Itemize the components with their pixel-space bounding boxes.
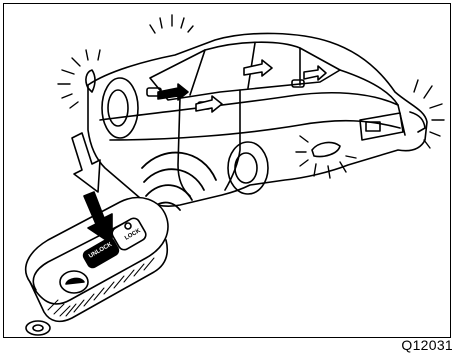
trunk-button	[59, 270, 89, 294]
lock-arrows	[157, 83, 189, 101]
flash-lines-front	[57, 49, 101, 109]
flash-lines-top	[149, 14, 194, 34]
figure-frame	[3, 3, 451, 338]
lock-button	[111, 217, 147, 251]
flash-lines-taillight	[295, 135, 357, 179]
remote-key-fob	[24, 196, 169, 336]
press-arrow-outline-icon	[71, 132, 101, 193]
car-drawing	[85, 32, 428, 207]
unlock-button	[82, 237, 120, 269]
figure-code: Q12031	[401, 337, 453, 353]
flash-lines-rear	[413, 79, 445, 149]
press-arrow-solid-icon	[83, 191, 113, 245]
